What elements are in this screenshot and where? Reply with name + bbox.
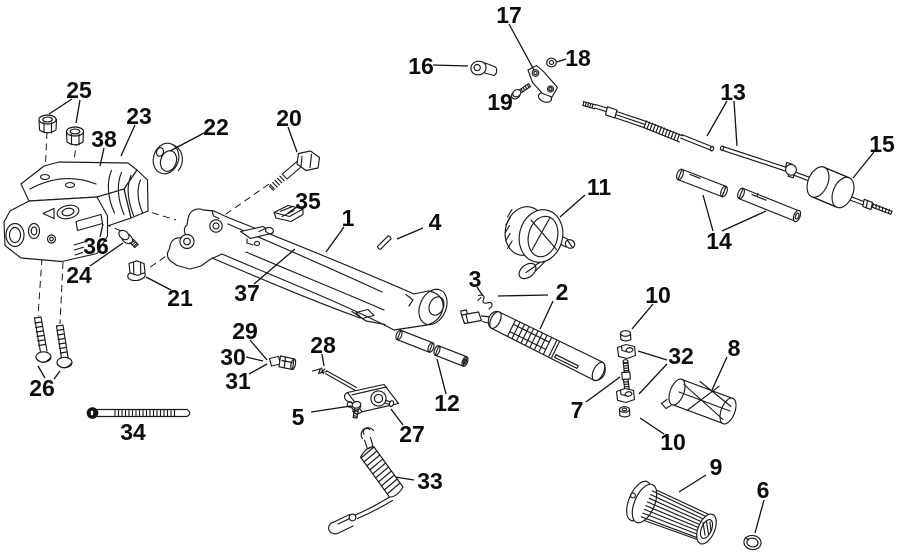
- part-connector-29-31: [268, 355, 297, 371]
- callout-19: 19: [487, 89, 513, 115]
- callout-36: 36: [83, 233, 109, 259]
- callout-32: 32: [668, 343, 694, 369]
- part-tube-12: [395, 329, 469, 367]
- callout-13: 13: [720, 79, 746, 105]
- part-washer-18: [546, 57, 557, 68]
- callout-38: 38: [91, 126, 117, 152]
- callout-22: 22: [203, 114, 229, 140]
- part-friction-link-7-10-32: [615, 330, 637, 418]
- callout-8: 8: [728, 335, 741, 361]
- part-bolt-20: [268, 150, 321, 191]
- callout-9: 9: [710, 454, 723, 480]
- callout-27: 27: [399, 421, 425, 447]
- callout-2: 2: [556, 279, 569, 305]
- callout-31: 31: [225, 368, 251, 394]
- callout-16: 16: [408, 53, 434, 79]
- callout-10b: 10: [660, 429, 686, 455]
- callout-1: 1: [342, 205, 355, 231]
- callout-4: 4: [429, 209, 442, 235]
- part-roller-15: [806, 166, 893, 215]
- callout-5: 5: [292, 404, 305, 430]
- callout-3: 3: [469, 266, 482, 292]
- callout-18: 18: [565, 45, 591, 71]
- callout-11: 11: [587, 174, 612, 200]
- part-screw-19: [510, 83, 532, 100]
- callout-labels: 1 2 3 4 5 6 7 8 9 10 10 11 12 13 14 15 1…: [29, 2, 895, 503]
- callout-17: 17: [496, 2, 522, 28]
- part-steering-arm-1: [166, 208, 448, 331]
- part-grommet-22: [152, 142, 183, 175]
- part-anchor-plate-17: [527, 64, 559, 103]
- part-steering-bracket-38: [3, 161, 149, 263]
- callout-7: 7: [571, 397, 584, 423]
- callout-37: 37: [234, 280, 260, 306]
- part-casing-tubes-14: [676, 168, 802, 223]
- part-ring-6: [743, 534, 762, 551]
- part-grip-insert-8: [660, 378, 737, 425]
- callout-35: 35: [295, 188, 321, 214]
- part-screw-24: [118, 229, 139, 249]
- part-pin-4: [376, 235, 392, 250]
- part-locknuts-25: [38, 114, 85, 146]
- part-lanyard-33: [328, 427, 404, 535]
- callout-14: 14: [706, 228, 732, 254]
- callout-15: 15: [869, 131, 895, 157]
- part-cable-28: [311, 367, 358, 391]
- part-cable-eye-16: [470, 60, 498, 77]
- callout-28: 28: [310, 332, 336, 358]
- callout-23: 23: [126, 103, 152, 129]
- callout-26: 26: [29, 375, 55, 401]
- part-strap-34: [86, 407, 191, 419]
- callout-34: 34: [120, 419, 146, 445]
- callout-24: 24: [66, 262, 92, 288]
- callout-21: 21: [167, 285, 193, 311]
- callout-29: 29: [232, 318, 258, 344]
- part-clamp-11: [504, 206, 576, 280]
- part-clip-3: [477, 294, 493, 310]
- callout-20: 20: [276, 105, 302, 131]
- callout-12: 12: [434, 390, 460, 416]
- part-cable-core-13: [582, 100, 814, 183]
- part-throttle-shaft-2: [460, 309, 606, 382]
- leader-lines: [37, 23, 875, 534]
- part-twist-grip-9: [626, 480, 717, 545]
- callout-25: 25: [66, 77, 92, 103]
- callout-6: 6: [757, 477, 770, 503]
- part-nut-21: [127, 260, 146, 282]
- callout-10a: 10: [645, 282, 671, 308]
- callout-33: 33: [417, 468, 443, 494]
- callout-30: 30: [220, 344, 246, 370]
- part-screw-5: [351, 400, 362, 419]
- part-bolts-26: [33, 316, 73, 369]
